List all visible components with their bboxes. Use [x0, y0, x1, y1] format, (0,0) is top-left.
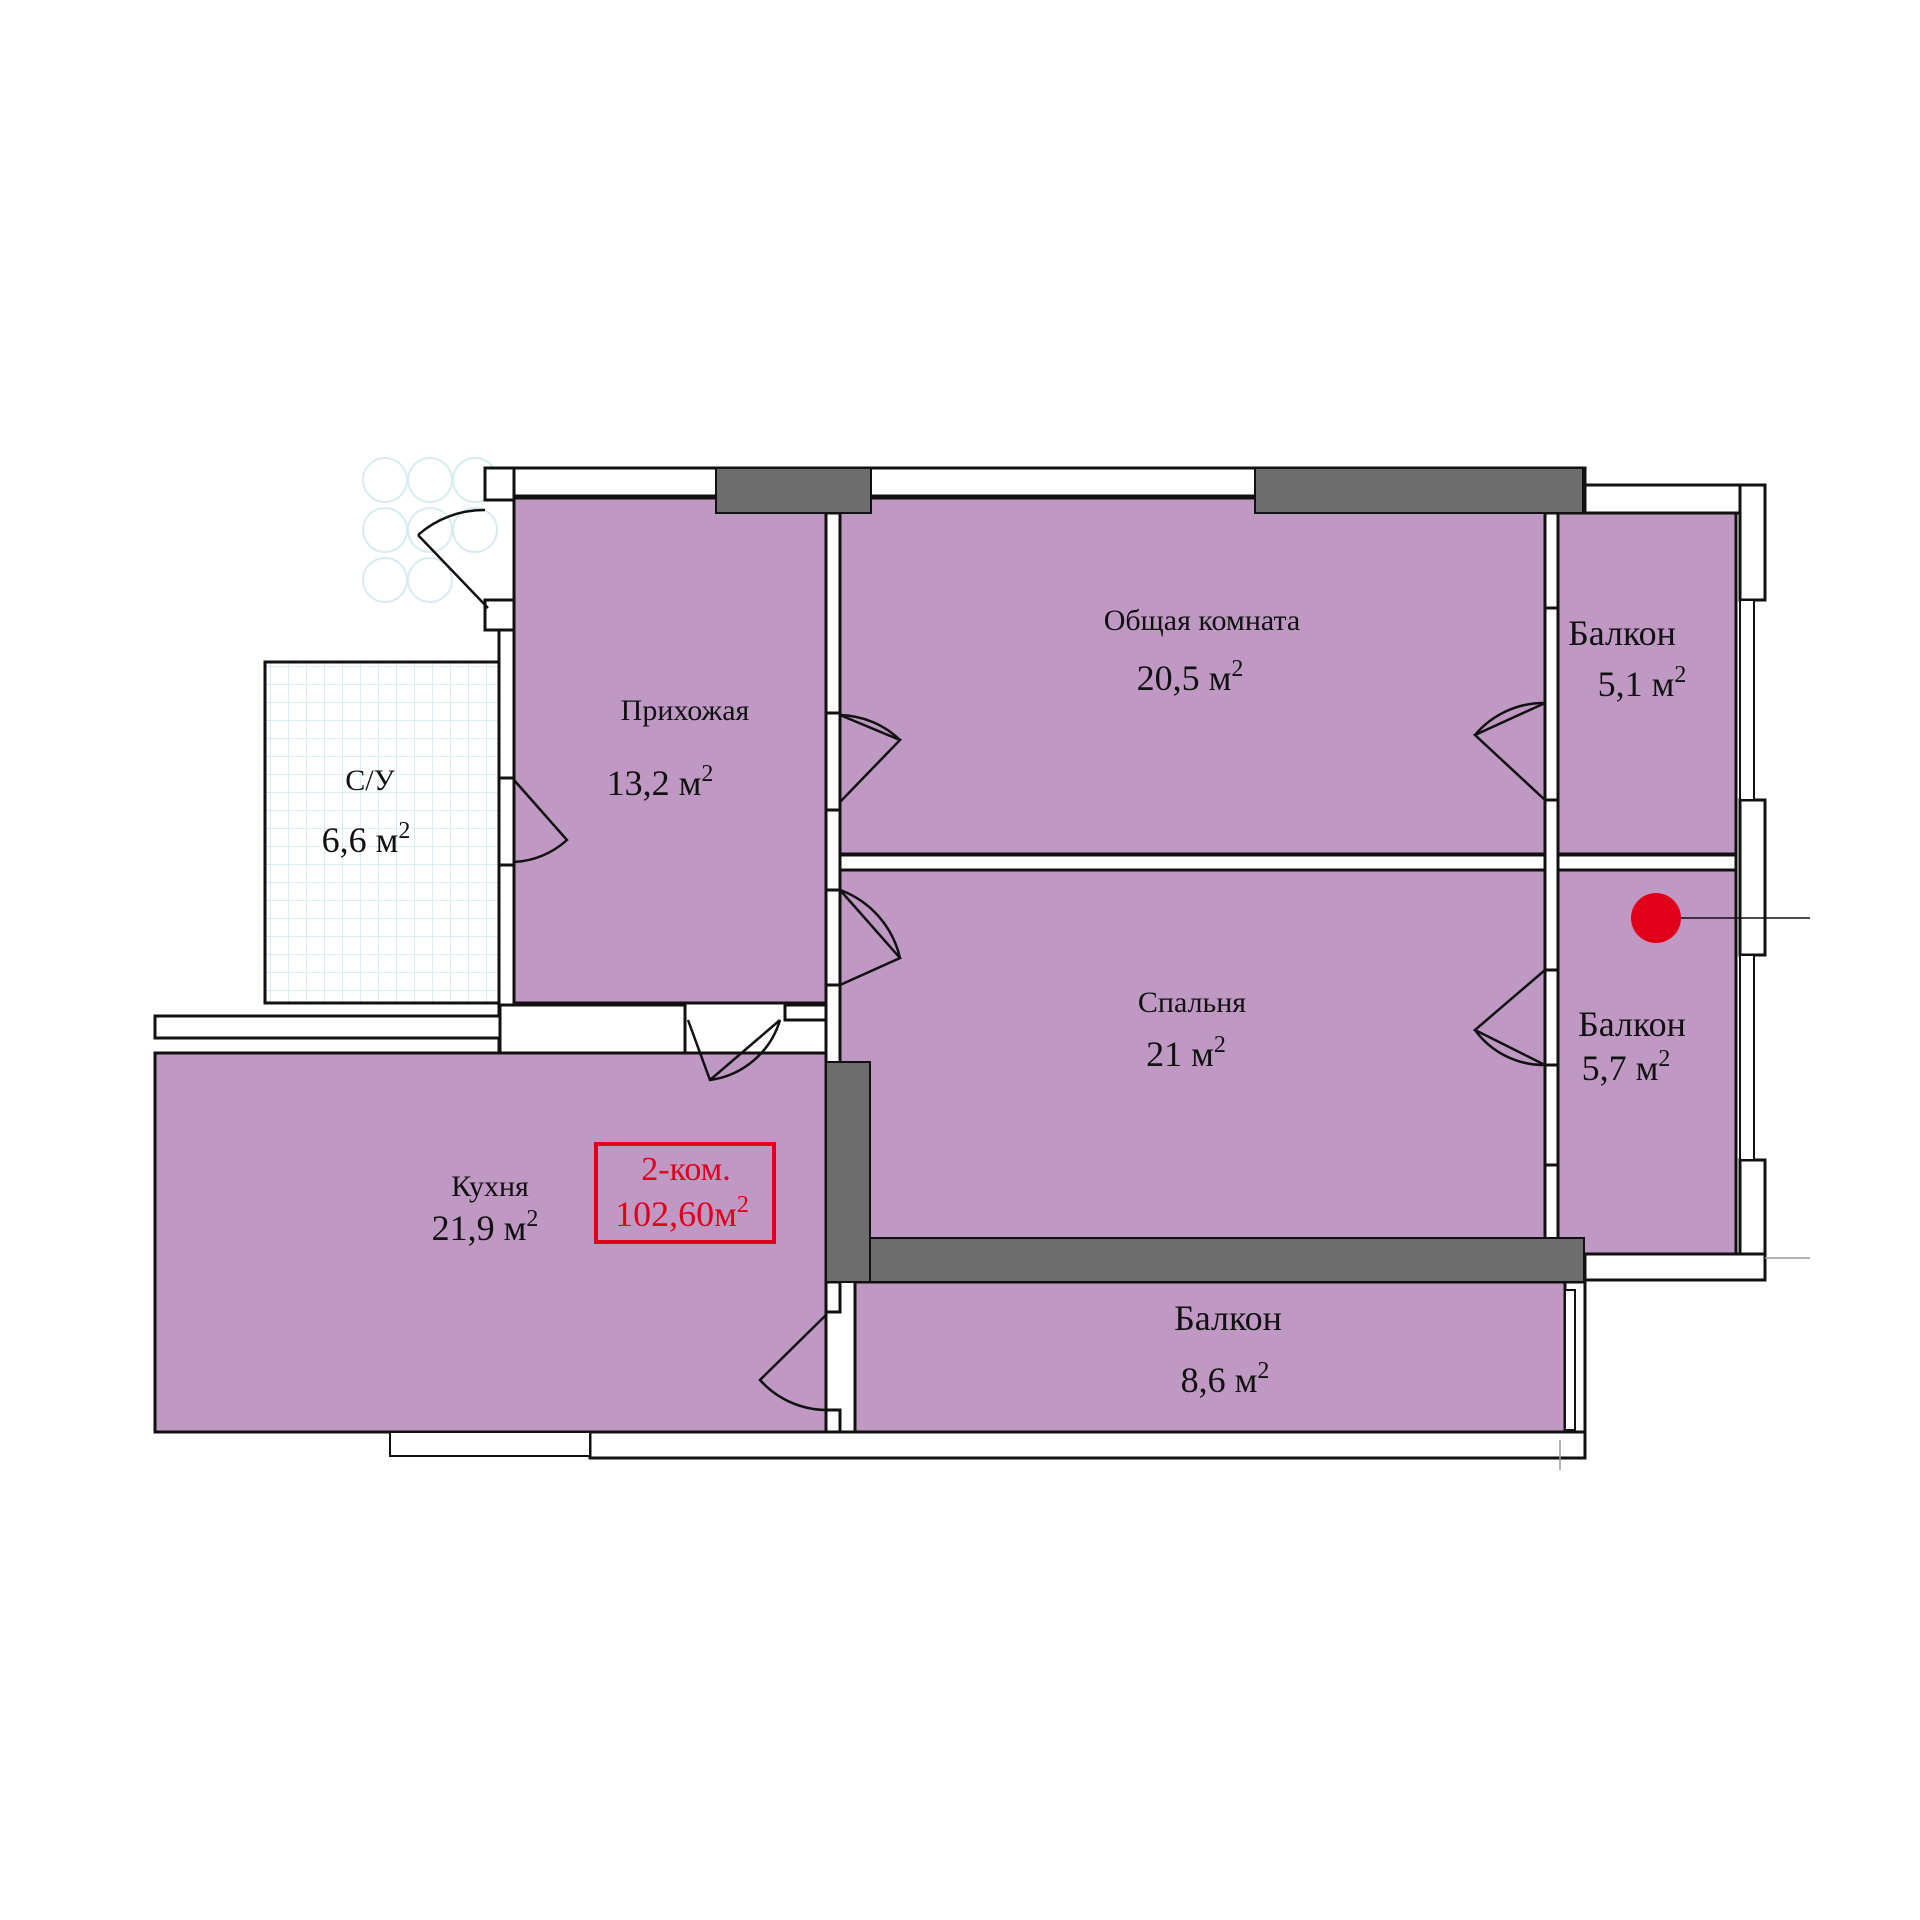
balcony-top-room[interactable] [1556, 511, 1738, 856]
bath-area: 6,6 м2 [322, 818, 411, 860]
bathroom-room[interactable] [263, 660, 501, 1005]
bedroom-label: Спальня 21 м2 [1138, 986, 1246, 1074]
balcony-bottom-area: 8,6 м2 [1181, 1358, 1270, 1400]
badge-rooms: 2-ком. [641, 1151, 730, 1188]
load-bearing-walls [715, 467, 1585, 1283]
guide-lines [1559, 1257, 1810, 1470]
bedroom-name: Спальня [1138, 986, 1246, 1019]
location-dot-icon[interactable] [1631, 893, 1810, 943]
hall-label: Прихожая 13,2 м2 [607, 694, 750, 803]
kitchen-name: Кухня [451, 1170, 529, 1203]
apartment-badge: 2-ком. 102,60м2 [594, 1142, 776, 1244]
living-area: 20,5 м2 [1137, 656, 1244, 698]
windows [389, 599, 1755, 1457]
hall-room[interactable] [512, 496, 828, 1005]
doors [417, 508, 1546, 1412]
balcony-right-label: Балкон 5,7 м2 [1578, 1004, 1686, 1088]
balcony-bottom-label: Балкон 8,6 м2 [1174, 1298, 1282, 1400]
kitchen-area: 21,9 м2 [432, 1206, 539, 1248]
bedroom-area: 21 м2 [1146, 1032, 1226, 1074]
balcony-bottom-room[interactable] [853, 1280, 1567, 1434]
balcony-right-area: 5,7 м2 [1582, 1046, 1671, 1088]
hall-area: 13,2 м2 [607, 761, 714, 803]
bath-label: С/У 6,6 м2 [322, 764, 411, 860]
balcony-bottom-name: Балкон [1174, 1298, 1282, 1338]
bedroom-room[interactable] [838, 868, 1547, 1241]
living-name: Общая комната [1104, 604, 1301, 637]
balcony-top-area: 5,1 м2 [1598, 662, 1687, 704]
living-label: Общая комната 20,5 м2 [1104, 604, 1301, 698]
bath-name: С/У [345, 764, 395, 797]
balcony-top-label: Балкон 5,1 м2 [1568, 613, 1686, 704]
badge-area: 102,60м2 [615, 1192, 749, 1234]
kitchen-label: Кухня 21,9 м2 [432, 1170, 539, 1248]
hall-name: Прихожая [621, 694, 750, 727]
balcony-right-name: Балкон [1578, 1004, 1686, 1044]
exterior-pattern [362, 457, 498, 603]
balcony-top-name: Балкон [1568, 613, 1676, 653]
rooms [153, 496, 1738, 1434]
